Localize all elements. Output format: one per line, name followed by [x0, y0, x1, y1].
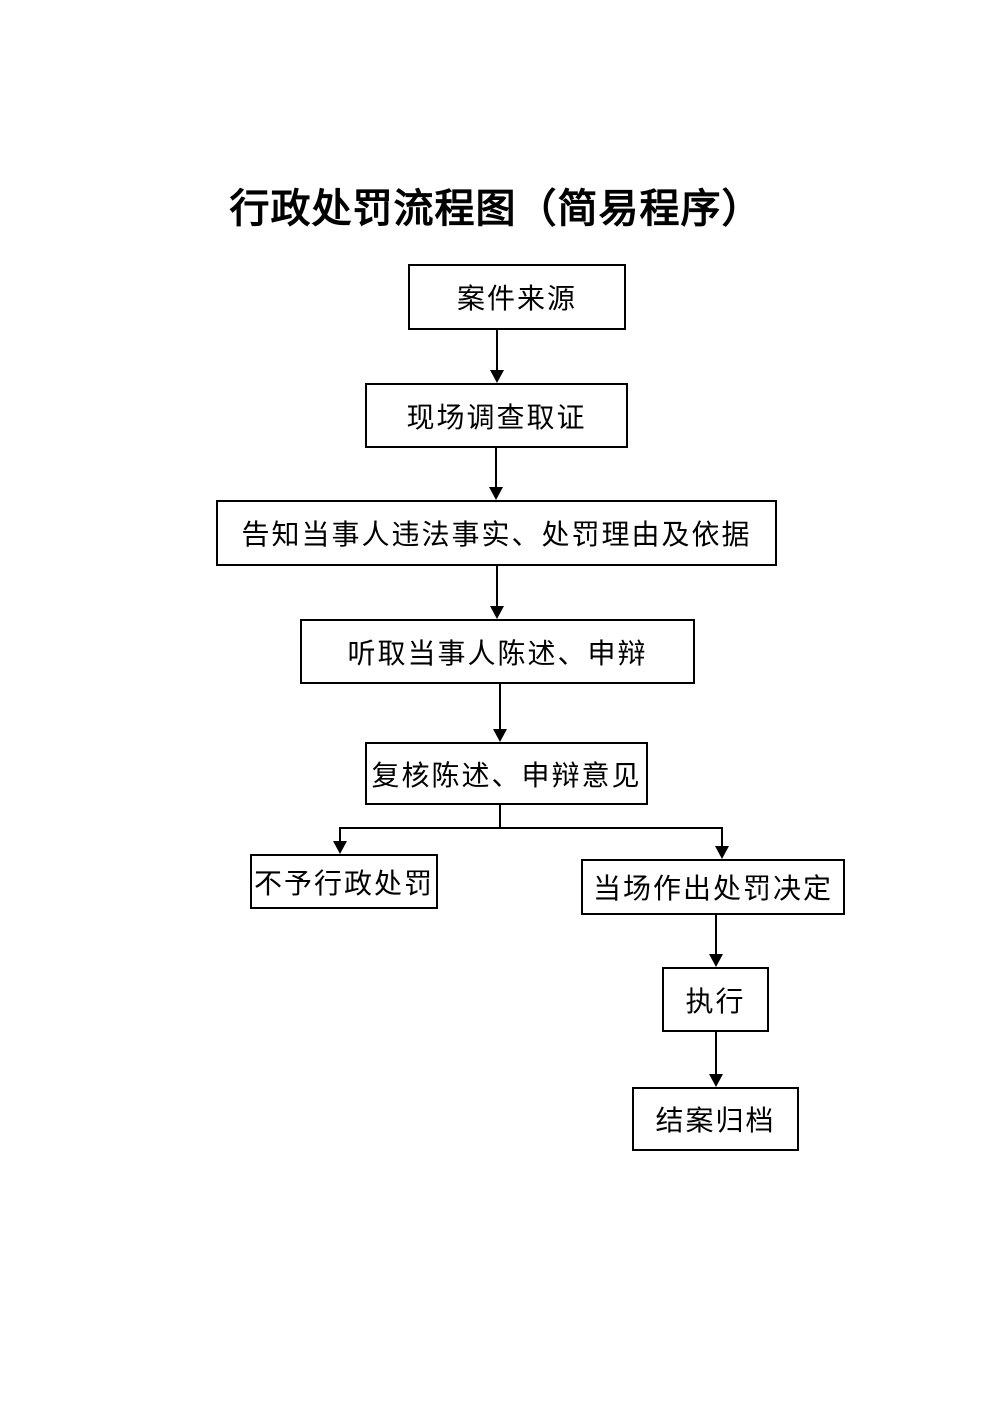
edge-onsite-to-inform: [489, 448, 503, 500]
flow-node-inform-party: 告知当事人违法事实、处罚理由及依据: [216, 500, 777, 566]
flow-node-case-closure: 结案归档: [632, 1087, 799, 1151]
flow-node-execution: 执行: [662, 967, 769, 1032]
edge-case-source-to-onsite: [490, 330, 504, 383]
edge-review-to-no-penalty: [333, 805, 501, 854]
flow-node-case-source: 案件来源: [408, 264, 626, 330]
edge-review-to-onspot-decision: [499, 805, 729, 859]
flow-node-hear-statement: 听取当事人陈述、申辩: [300, 619, 695, 684]
flow-node-review-statement: 复核陈述、申辩意见: [365, 742, 648, 805]
edge-onspot-decision-to-execution: [709, 915, 723, 967]
flow-node-no-penalty: 不予行政处罚: [250, 854, 438, 909]
edge-execution-to-case-closure: [709, 1032, 723, 1087]
edge-hear-to-review: [493, 684, 507, 742]
edge-inform-to-hear: [490, 566, 504, 619]
flow-node-onsite-investigation: 现场调查取证: [365, 383, 628, 448]
page-title: 行政处罚流程图（简易程序）: [229, 187, 763, 231]
flow-node-onspot-decision: 当场作出处罚决定: [581, 859, 845, 915]
